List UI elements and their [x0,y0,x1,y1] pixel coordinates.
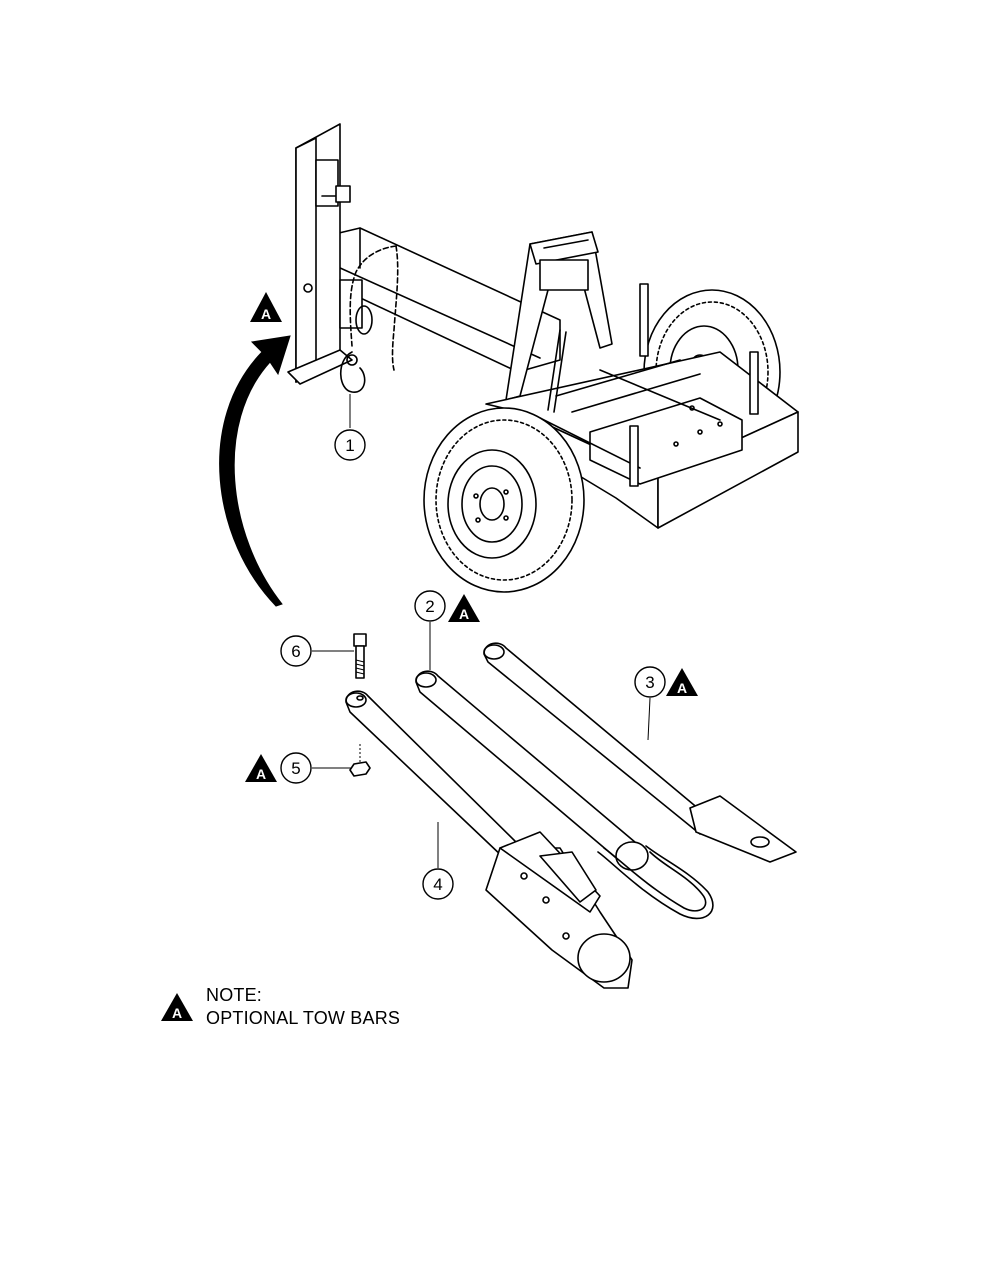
callout-3: 3 [634,666,666,698]
callout-5: 5 [280,752,312,784]
marker-a-callout-2: A [448,594,480,622]
leader-lines [312,394,651,868]
marker-a-callout-5: A [245,754,277,782]
tow-bar-loop-part [415,670,714,920]
install-arrow [219,335,291,607]
deck-upright [505,231,613,401]
marker-a-tongue: A [250,292,282,322]
marker-letter: A [172,1005,182,1021]
note-text: OPTIONAL TOW BARS [206,1008,401,1028]
tow-bar-flat-part [483,642,797,863]
callout-4-label: 4 [433,875,442,894]
safety-chain [339,245,399,393]
jack-post [287,123,373,385]
marker-a-note: A [161,993,193,1021]
marker-letter: A [256,766,266,782]
bolt-part [353,633,367,679]
marker-a-callout-3: A [666,668,698,696]
cart-assembly [219,123,799,607]
callout-1-label: 1 [345,436,354,455]
marker-letter: A [459,606,469,622]
callout-2: 2 [414,590,446,622]
front-wheel [423,407,585,593]
callout-6-label: 6 [291,642,300,661]
callout-1: 1 [334,429,366,461]
callout-4: 4 [422,868,454,900]
callout-5-label: 5 [291,759,300,778]
nut-part [349,744,371,777]
callout-2-label: 2 [425,597,434,616]
note-title: NOTE: [206,985,263,1005]
marker-letter: A [677,680,687,696]
callout-3-label: 3 [645,673,654,692]
callout-6: 6 [280,635,312,667]
marker-letter: A [261,306,271,322]
tow-bar-coupler-part [345,690,633,989]
